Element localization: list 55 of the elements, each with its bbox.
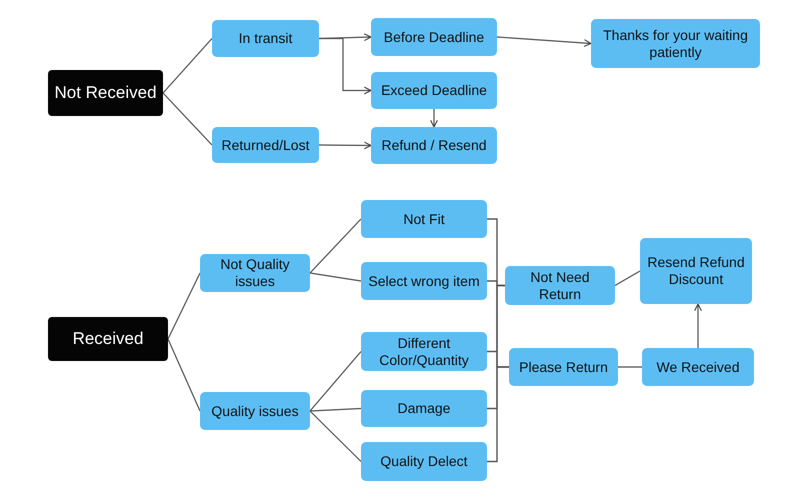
connector-line: [162, 92, 212, 146]
node-label: Different Color/Quantity: [378, 334, 470, 368]
connector-line: [167, 272, 201, 340]
node-label: Received: [72, 329, 144, 349]
process-box: [212, 127, 319, 163]
connector-line: [487, 366, 509, 462]
process-box: [361, 262, 487, 300]
process-box: [361, 390, 487, 427]
node-label: Please Return: [518, 358, 609, 376]
process-box: [212, 20, 319, 57]
process-box: [361, 442, 487, 481]
arrow: [496, 36, 592, 47]
process-box: [640, 238, 752, 304]
status-box: [48, 70, 163, 116]
node-label: Resend Refund Discount: [646, 254, 746, 288]
process-box: [505, 266, 615, 305]
node-label: Before Deadline: [382, 28, 486, 46]
node-label: Not Received: [53, 83, 158, 103]
connector-line: [162, 38, 212, 94]
process-box: [200, 254, 310, 292]
node-label: Not Need Return: [529, 268, 591, 302]
process-box: [200, 392, 310, 430]
connector-line: [167, 338, 201, 412]
node-label: Thanks for your waiting patiently: [602, 26, 749, 60]
process-box: [371, 127, 497, 164]
node-label: Damage: [396, 400, 452, 417]
node-label: Exceed Deadline: [380, 82, 488, 99]
node-label: Quality issues: [210, 402, 300, 420]
node-label: Returned/Lost: [220, 136, 310, 154]
arrow: [319, 142, 372, 150]
process-box: [361, 332, 487, 371]
connector-line: [310, 408, 362, 412]
node-label: Quality Delect: [379, 453, 469, 470]
node-label: Not Quality issues: [219, 256, 291, 290]
status-box: [48, 317, 168, 361]
node-label: We Received: [655, 358, 740, 376]
node-label: Refund / Resend: [380, 137, 488, 154]
node-label: In transit: [238, 30, 294, 47]
connector-line: [310, 410, 362, 462]
node-label: Select wrong item: [367, 272, 481, 290]
process-box: [591, 19, 760, 68]
process-box: [642, 348, 754, 386]
process-box: [371, 72, 497, 109]
arrow: [430, 109, 438, 128]
connector-line: [310, 351, 362, 412]
arrow: [319, 38, 372, 94]
connector-line: [310, 272, 362, 282]
process-box: [371, 18, 497, 56]
process-box: [361, 200, 487, 238]
connector-line: [618, 366, 642, 368]
process-box: [509, 348, 618, 386]
connector-line: [614, 270, 640, 286]
arrow: [694, 303, 702, 348]
connector-line: [310, 218, 362, 274]
node-label: Not Fit: [402, 210, 446, 228]
